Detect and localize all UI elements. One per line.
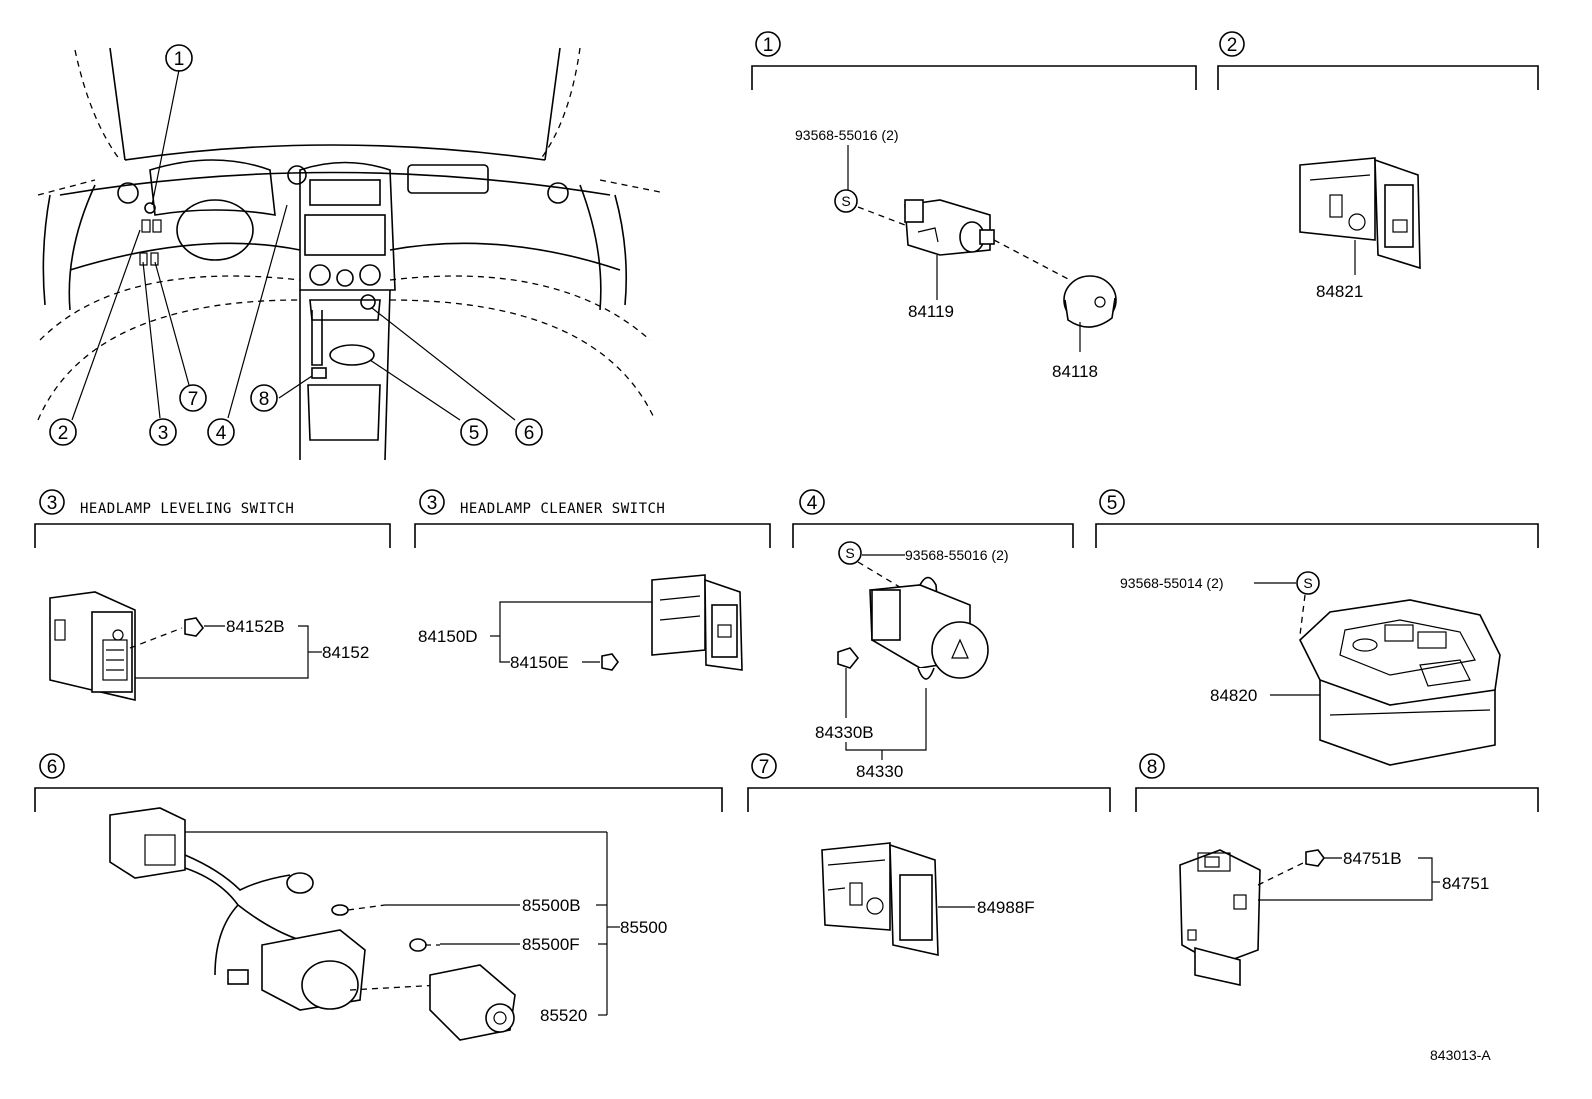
- overview-callout-5: 5: [460, 418, 488, 446]
- section-6-number: 6: [47, 757, 58, 778]
- part-84821: 84821: [1316, 282, 1363, 301]
- switch-84821-drawing: [1299, 157, 1421, 270]
- overview-callout-7: 7: [179, 384, 207, 412]
- part-84751: 84751: [1442, 874, 1489, 893]
- switch-84119-drawing: [904, 199, 995, 256]
- svg-text:2: 2: [58, 423, 69, 444]
- section-3a-title: HEADLAMP LEVELING SWITCH: [80, 501, 294, 517]
- part-84820: 84820: [1210, 686, 1257, 705]
- overview-callout-4: 4: [207, 418, 235, 446]
- svg-text:1: 1: [174, 49, 185, 70]
- part-84330B: 84330B: [815, 723, 874, 742]
- part-85500B: 85500B: [522, 896, 581, 915]
- svg-text:6: 6: [524, 423, 535, 444]
- overview-callout-1: 1: [165, 44, 193, 72]
- part-84150E: 84150E: [510, 653, 569, 672]
- section-4: 4 S 93568-55016 (2) 84330B 84330: [792, 489, 1074, 781]
- part-84118: 84118: [1052, 362, 1098, 381]
- part-84152: 84152: [322, 643, 369, 662]
- section-1: 1 93568-55016 (2) S 84119 84118: [751, 31, 1197, 381]
- screw-label-5: 93568-55014 (2): [1120, 575, 1224, 591]
- switch-84150D-drawing: [651, 574, 743, 671]
- switch-84330-drawing: [869, 576, 989, 680]
- part-84119: 84119: [908, 302, 954, 321]
- knob-84118-drawing: [1063, 275, 1117, 328]
- section-3-cleaner: 3 HEADLAMP CLEANER SWITCH 84150D 84150E: [414, 489, 771, 672]
- section-6: 6 85500B 85500F 85520: [34, 753, 723, 1041]
- switch-84751-drawing: [1179, 849, 1261, 986]
- section-3b-number: 3: [427, 493, 438, 514]
- section-8-number: 8: [1147, 757, 1158, 778]
- section-5: 5 93568-55014 (2) S 84820: [1095, 489, 1539, 766]
- overview-callout-8: 8: [250, 384, 278, 412]
- section-3b-title: HEADLAMP CLEANER SWITCH: [460, 501, 665, 517]
- section-5-number: 5: [1107, 493, 1118, 514]
- overview-callout-3: 3: [149, 418, 177, 446]
- section-3a-number: 3: [47, 493, 58, 514]
- section-8: 8 84751B 84751: [1135, 753, 1539, 986]
- diagram-code: 843013-A: [1430, 1047, 1491, 1063]
- part-84330: 84330: [856, 762, 903, 781]
- part-85520: 85520: [540, 1006, 587, 1025]
- section-1-number: 1: [763, 35, 774, 56]
- switch-84820-drawing: [1299, 599, 1501, 766]
- svg-text:3: 3: [158, 423, 169, 444]
- overview-callout-2: 2: [49, 418, 77, 446]
- section-2: 2 84821: [1217, 31, 1539, 301]
- socket-85500-drawing: [109, 807, 427, 1011]
- lighter-85520-drawing: [429, 964, 516, 1041]
- part-85500: 85500: [620, 918, 667, 937]
- part-84988F: 84988F: [977, 898, 1035, 917]
- part-85500F: 85500F: [522, 935, 580, 954]
- section-3-leveling: 3 HEADLAMP LEVELING SWITCH 84152B 84152: [34, 489, 391, 702]
- svg-text:7: 7: [188, 389, 199, 410]
- section-2-number: 2: [1227, 35, 1238, 56]
- section-7-number: 7: [759, 757, 770, 778]
- svg-text:8: 8: [259, 389, 270, 410]
- screw-label-4: 93568-55016 (2): [905, 547, 1009, 563]
- screw-symbol-4: S: [845, 545, 854, 561]
- switch-84152-drawing: [49, 591, 136, 702]
- part-84150D: 84150D: [418, 627, 478, 646]
- switch-84988F-drawing: [821, 842, 939, 957]
- overview-callout-6: 6: [515, 418, 543, 446]
- part-84152B: 84152B: [226, 617, 285, 636]
- section-7: 7 84988F: [747, 753, 1111, 957]
- screw-label: 93568-55016 (2): [795, 127, 899, 143]
- svg-text:4: 4: [216, 423, 227, 444]
- part-84751B: 84751B: [1343, 849, 1402, 868]
- dashboard-overview: 1 2 3 7 4 8 5 6: [37, 44, 661, 461]
- svg-text:5: 5: [469, 423, 480, 444]
- screw-symbol: S: [841, 193, 850, 209]
- section-4-number: 4: [807, 493, 818, 514]
- screw-symbol-5: S: [1303, 575, 1312, 591]
